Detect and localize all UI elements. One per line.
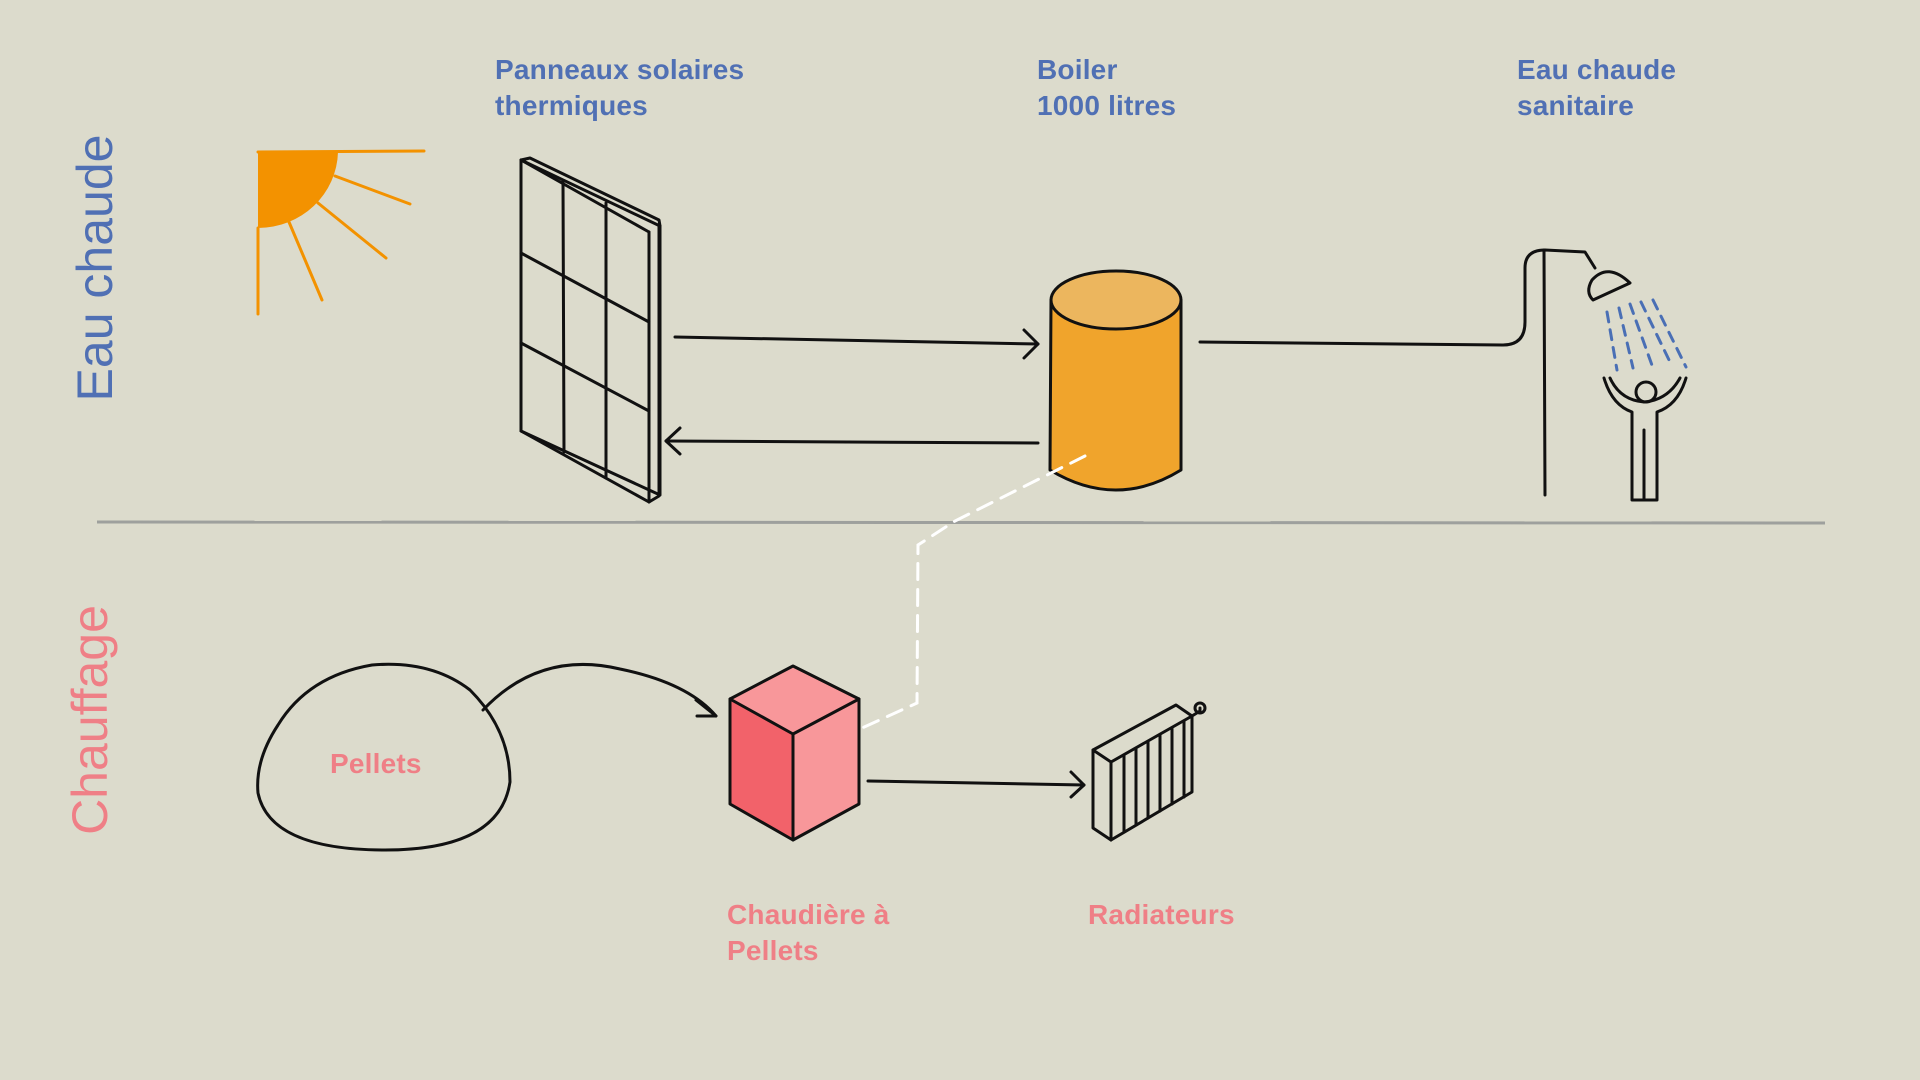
- label-dhw-line-2: sanitaire: [1517, 90, 1634, 121]
- label-radiators-text: Radiateurs: [1088, 899, 1235, 930]
- label-domestic-hot-water: Eau chaude sanitaire: [1517, 52, 1676, 124]
- boiler-tank-icon: [1048, 269, 1183, 492]
- flow-arrow-panel-to-boiler: [673, 328, 1040, 360]
- flow-arrow-boiler-to-panel: [664, 426, 1040, 456]
- section-title-hot-water: Eau chaude: [67, 134, 123, 402]
- label-pellet-boiler: Chaudière à Pellets: [727, 897, 889, 969]
- solar-panel-icon: [519, 156, 662, 504]
- label-solar-panels: Panneaux solaires thermiques: [495, 52, 744, 124]
- label-solar-panels-line-2: thermiques: [495, 90, 648, 121]
- label-pellet-boiler-line-1: Chaudière à: [727, 899, 890, 930]
- label-pellets-text: Pellets: [330, 748, 422, 779]
- radiator-icon: [1091, 701, 1207, 842]
- label-radiators: Radiateurs: [1088, 897, 1235, 933]
- label-dhw-line-1: Eau chaude: [1517, 54, 1677, 85]
- flow-arrow-pellets-to-boiler: [481, 662, 718, 718]
- pellet-pile-icon: [256, 662, 512, 852]
- label-boiler-line-2: 1000 litres: [1037, 90, 1177, 121]
- label-boiler-line-1: Boiler: [1037, 54, 1118, 85]
- shower-icon: [1542, 248, 1688, 497]
- water-drops: [1605, 298, 1688, 372]
- sun-icon: [256, 149, 426, 316]
- label-boiler: Boiler 1000 litres: [1037, 52, 1176, 124]
- pellet-boiler-cube-icon: [728, 664, 861, 842]
- section-title-heating: Chauffage: [62, 605, 118, 835]
- pipe-boiler-to-shower: [1198, 248, 1597, 347]
- connection-dashed-line: [860, 454, 1087, 730]
- person-icon: [1602, 376, 1688, 502]
- label-pellets: Pellets: [330, 746, 422, 782]
- label-solar-panels-line-1: Panneaux solaires: [495, 54, 745, 85]
- flow-arrow-boiler-to-radiator: [866, 770, 1086, 799]
- label-pellet-boiler-line-2: Pellets: [727, 935, 819, 966]
- section-divider: [96, 520, 1826, 525]
